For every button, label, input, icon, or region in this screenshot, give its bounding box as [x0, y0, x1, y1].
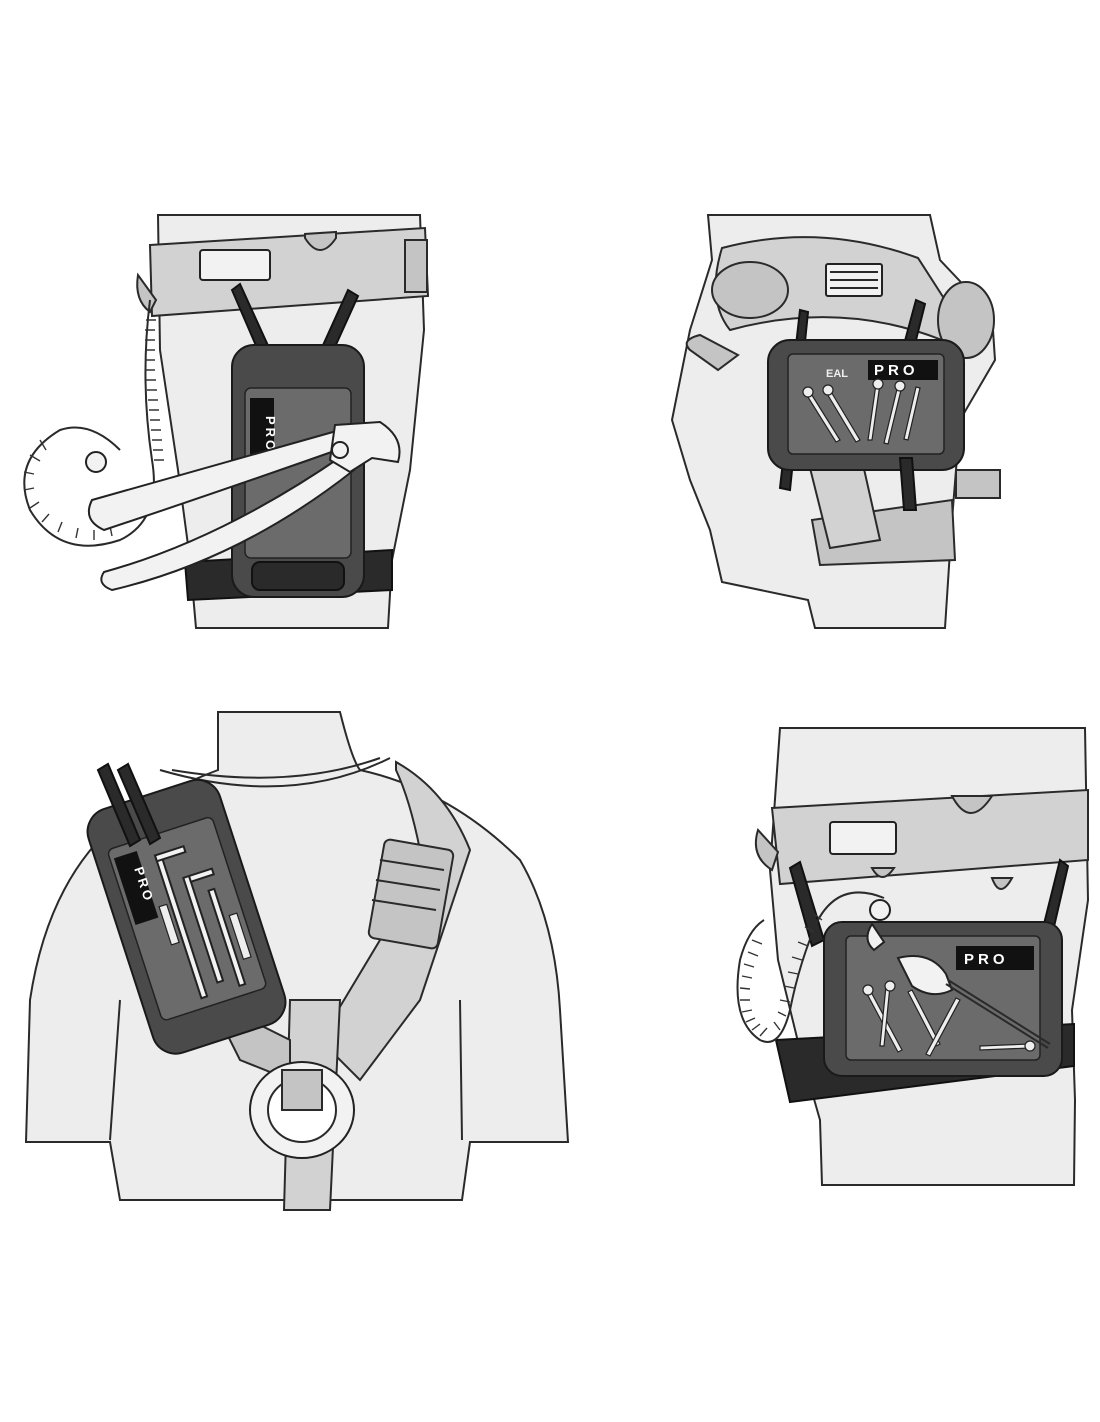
gear-loop-lower [990, 877, 1014, 890]
pliers-handle-upper [88, 428, 363, 532]
pliers-tool [88, 420, 401, 592]
coiled-lanyard [736, 891, 891, 1043]
brand-bar [956, 946, 1034, 970]
partial-logo: EAL [826, 368, 848, 380]
rear-padding [711, 261, 789, 319]
lanyard-snap-ring [869, 899, 891, 921]
hex-keys [153, 845, 252, 1000]
brand-label: PRO [263, 416, 278, 453]
collar [159, 757, 391, 788]
pad-lower-strap [898, 457, 918, 511]
tool-pad-shoulder: PRO [86, 778, 287, 1055]
screwdriver-tool [896, 955, 1051, 1049]
brand-label: PRO [964, 951, 1009, 968]
screws-group [862, 980, 1036, 1057]
brand-bar [113, 850, 159, 925]
brand-label: PRO [874, 362, 919, 379]
panel-back-screws: PRO EAL [670, 214, 1001, 629]
panel-thigh-pliers: PRO [23, 214, 430, 629]
side-padding [937, 281, 995, 359]
brand-bar [868, 360, 938, 380]
attachment-strap-left [96, 762, 142, 848]
rear-gear-loop [685, 333, 740, 372]
belt-label-patch [199, 249, 271, 281]
panel-shoulder-hexkeys: PRO [24, 711, 570, 1211]
coiled-lanyard [23, 299, 164, 547]
pliers-pivot [331, 441, 349, 459]
pad-bottom-strap [251, 561, 345, 591]
gear-loop [304, 230, 337, 251]
brand-bar [250, 398, 274, 458]
buckle-tab [955, 469, 1001, 499]
ring-clip [281, 1069, 323, 1111]
strap-buckle [367, 838, 455, 950]
lanyard-hook [866, 922, 886, 952]
lanyard-snap-ring [85, 451, 107, 473]
gear-loop [950, 795, 994, 814]
belt-buckle [404, 239, 428, 293]
tool-pad-panel [107, 816, 267, 1021]
belt-label-patch [829, 821, 897, 855]
pliers-handle-lower [100, 454, 356, 592]
pliers-jaw [328, 420, 401, 474]
side-loop [136, 272, 158, 314]
screws-group [802, 378, 921, 445]
side-loop [754, 828, 780, 872]
screwdriver-handle [896, 955, 954, 996]
panel-thigh-screwdriver: PRO [736, 727, 1090, 1186]
